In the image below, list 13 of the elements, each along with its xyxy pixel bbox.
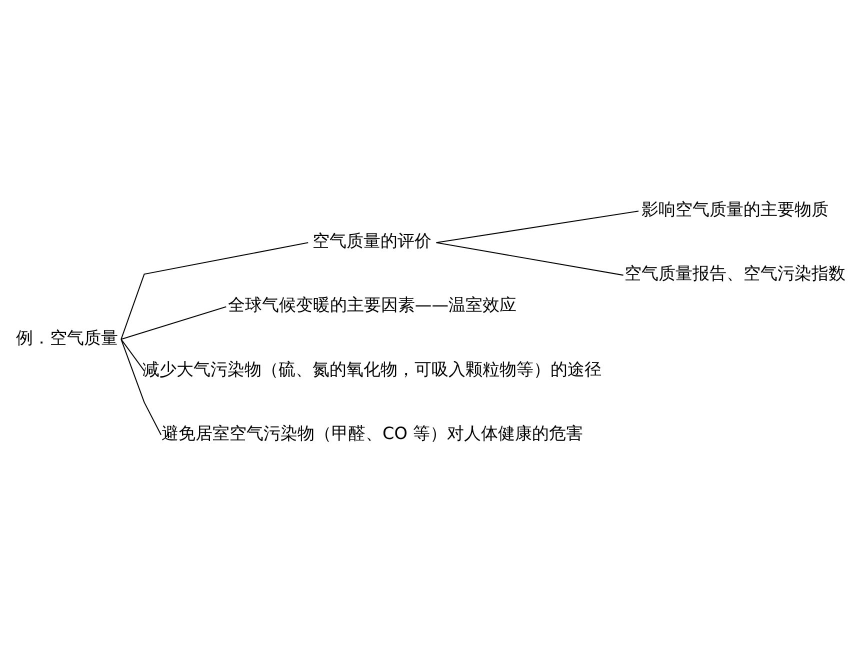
connector (120, 338, 162, 435)
node-text: 全球气候变暖的主要因素——温室效应 (228, 294, 517, 314)
node-text: 例．空气质量 (16, 326, 118, 347)
connector (120, 242, 308, 339)
node-text: 减少大气污染物（硫、氮的氧化物，可吸入颗粒物等）的途径 (142, 358, 602, 378)
node-text: 影响空气质量的主要物质 (642, 198, 829, 219)
node-text: 空气质量报告、空气污染指数 (624, 262, 846, 283)
connector (120, 306, 226, 340)
node-text: 避免居室空气污染物（甲醛、CO 等）对人体健康的危害 (162, 422, 583, 442)
connector (436, 210, 639, 243)
node-text: 空气质量的评价 (312, 230, 432, 250)
connector (120, 338, 145, 371)
connector (436, 242, 624, 276)
